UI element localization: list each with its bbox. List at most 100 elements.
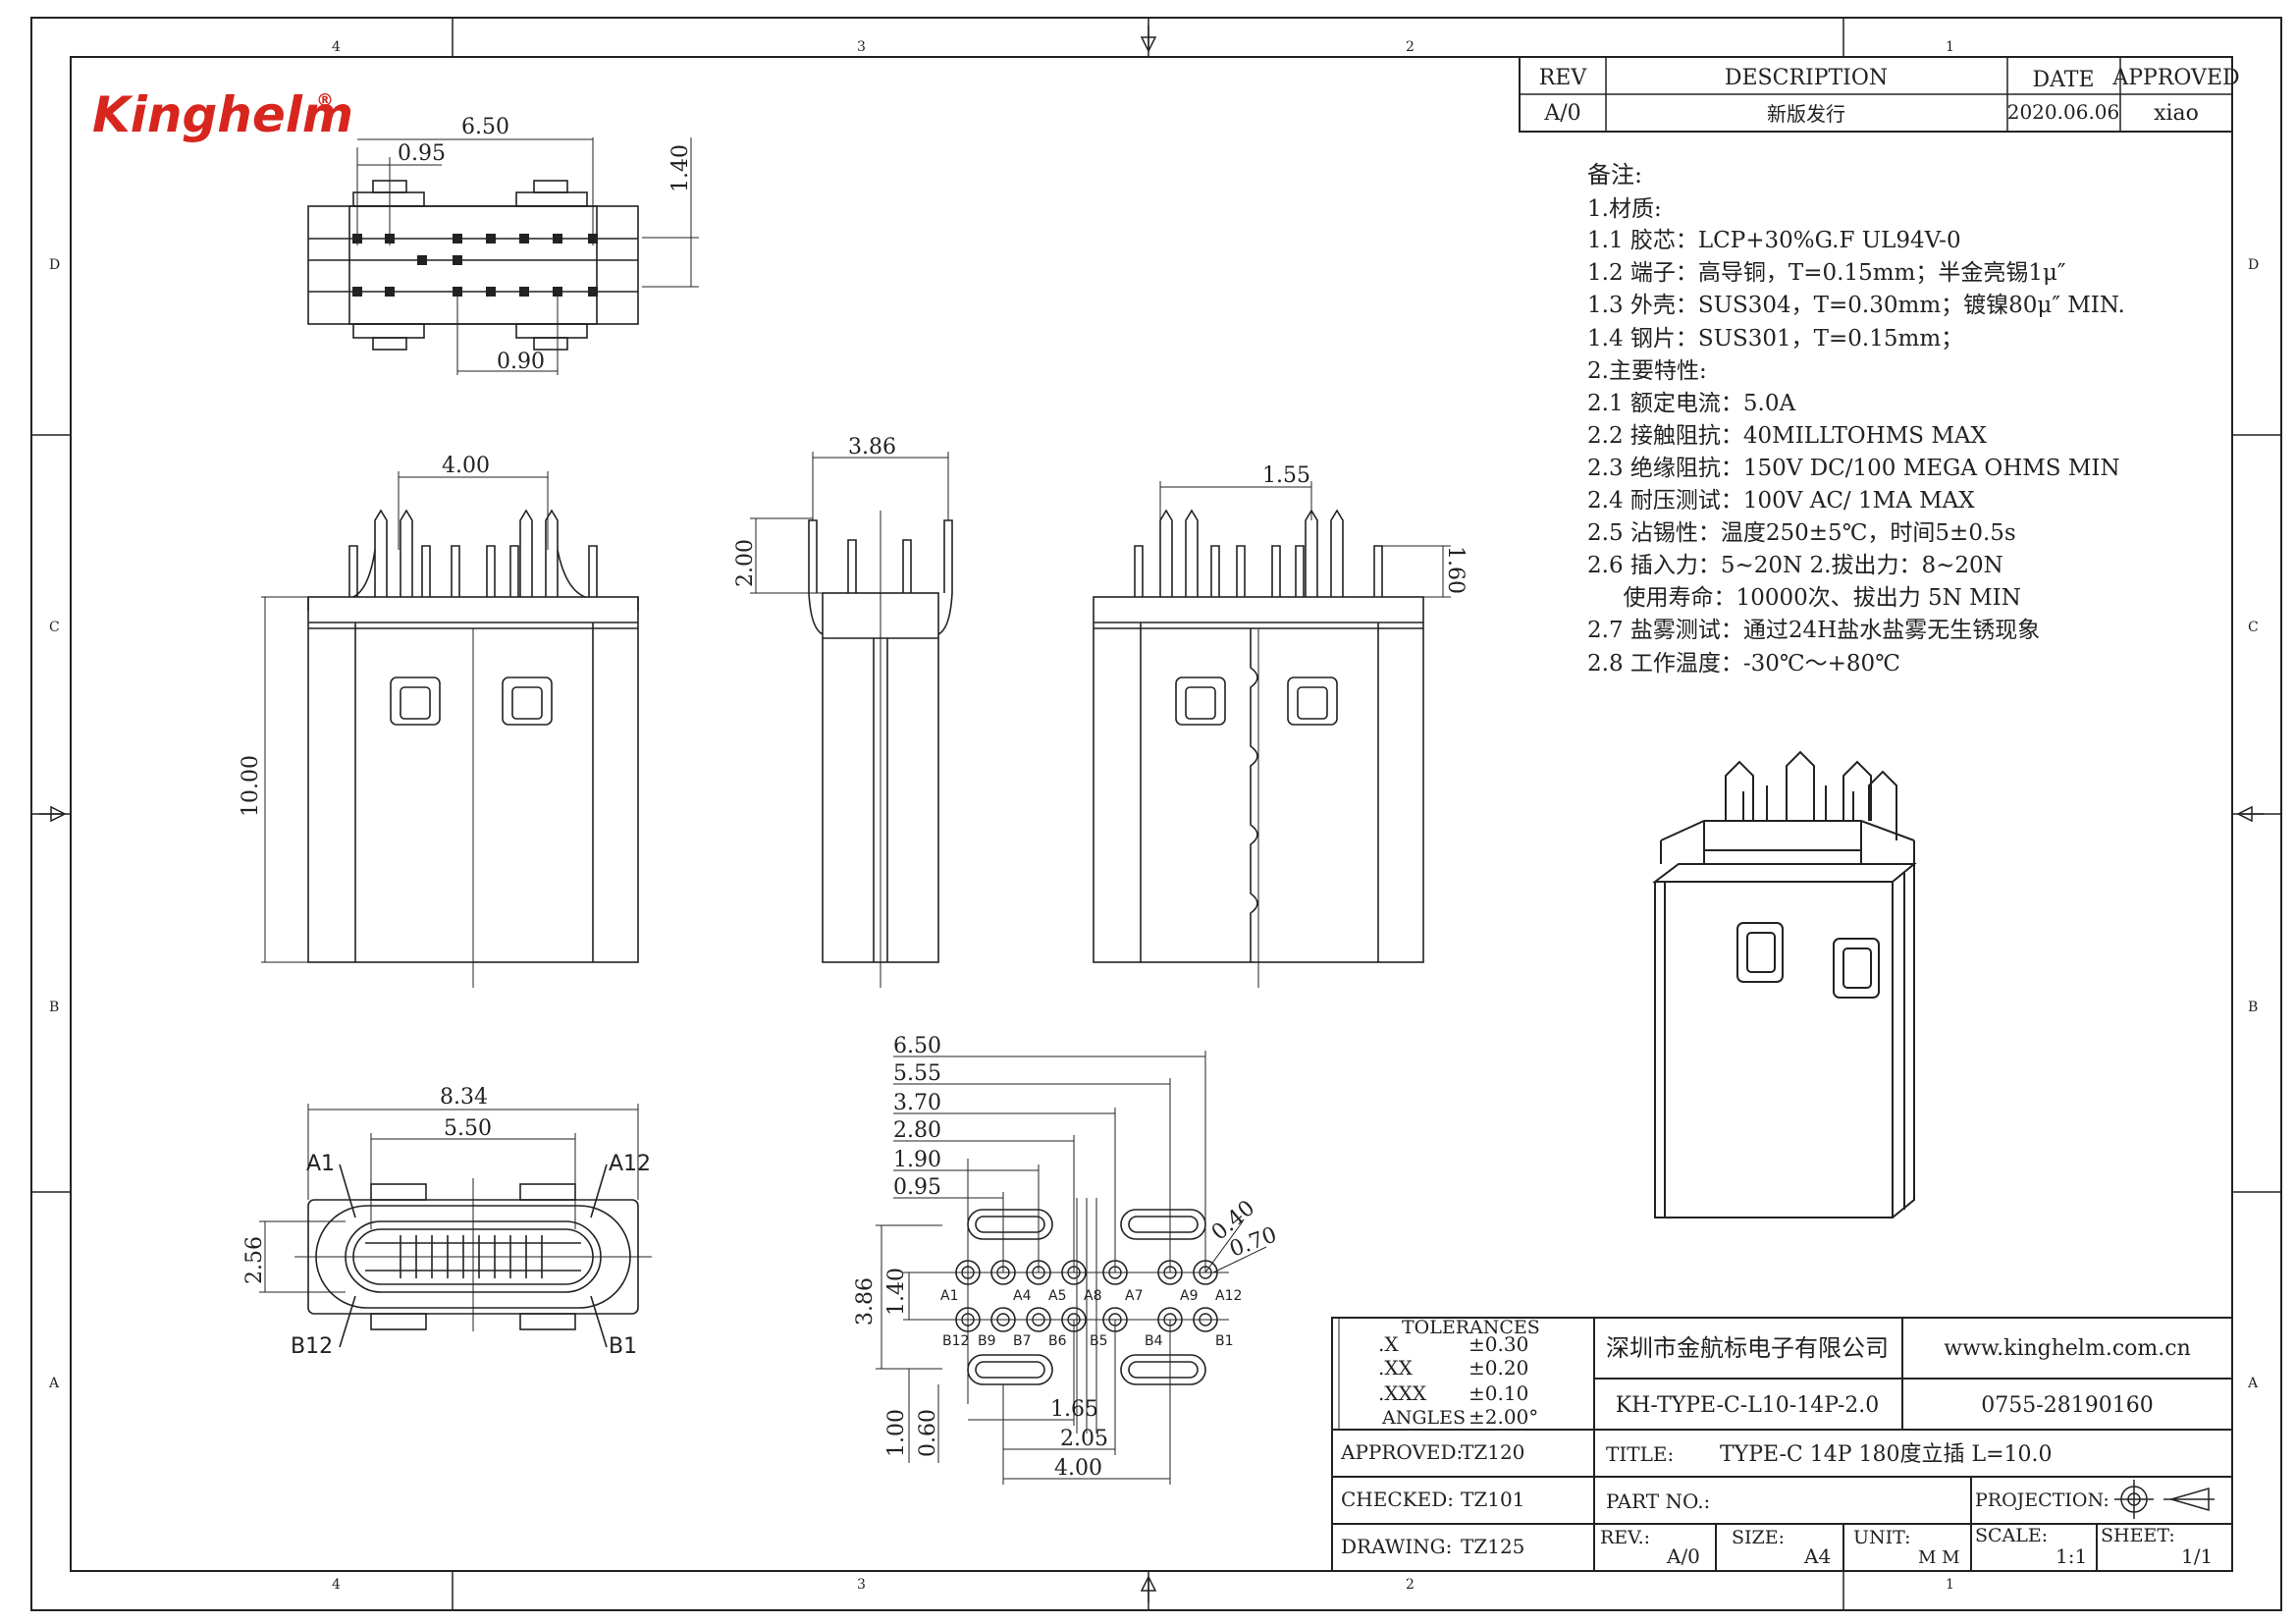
- dim-side-2-00: 2.00: [733, 539, 758, 587]
- notes-heading: 备注:: [1587, 161, 1642, 189]
- pcb-pin-label: B1: [1215, 1333, 1234, 1349]
- top-view: [307, 137, 699, 375]
- rear-view: [1093, 481, 1451, 988]
- pin-marker: [519, 287, 529, 297]
- phone: 0755-28190160: [1981, 1393, 2153, 1418]
- dim-pcb-4-00: 4.00: [1054, 1456, 1102, 1481]
- date-cell: 2020.06.06: [2007, 100, 2120, 124]
- dim-top-6-50: 6.50: [461, 115, 509, 139]
- pcb-pin-label: A5: [1048, 1288, 1066, 1304]
- drawing-frame: 4 3 2 1 4 3 2 1 D C B A D C B A: [30, 17, 2282, 1611]
- notes-block: 备注: 1.材质: 1.1 胶芯：LCP+30%G.F UL94V-0 1.2 …: [1587, 161, 2125, 677]
- pin-marker: [519, 234, 529, 244]
- pcb-pin-label: A12: [1215, 1288, 1242, 1304]
- pin-label-b1: B1: [609, 1334, 637, 1359]
- dim-rear-1-55: 1.55: [1262, 463, 1310, 488]
- date-header: DATE: [2032, 68, 2094, 92]
- pin-label-a12: A12: [609, 1152, 651, 1176]
- company-name: 深圳市金航标电子有限公司: [1606, 1334, 1889, 1362]
- pcb-layout: [876, 1051, 1267, 1485]
- pcb-pin-label: A8: [1084, 1288, 1101, 1304]
- front-view: [261, 471, 639, 988]
- sheet-label: SHEET:: [2101, 1525, 2175, 1546]
- dim-pcb-0-95: 0.95: [893, 1175, 941, 1200]
- zone-top-2: 2: [1406, 39, 1415, 55]
- website: www.kinghelm.com.cn: [1944, 1336, 2191, 1361]
- tolerance-angles-label: ANGLES: [1381, 1407, 1466, 1429]
- zone-right-c: C: [2248, 620, 2259, 635]
- notes-line: 1.2 端子：高导铜，T=0.15mm；半金亮锡1μ″: [1587, 260, 2066, 286]
- title-label: TITLE:: [1606, 1442, 1674, 1466]
- pin-marker: [486, 234, 496, 244]
- dim-pcb-6-50: 6.50: [893, 1034, 941, 1058]
- zone-right-d: D: [2248, 257, 2259, 273]
- pcb-pin-label: A1: [940, 1288, 958, 1304]
- logo-registered-mark: ®: [316, 90, 334, 111]
- tolerance-xxx-value: ±0.10: [1468, 1381, 1528, 1405]
- pin-marker: [352, 287, 362, 297]
- dim-side-3-86: 3.86: [848, 435, 896, 460]
- notes-line: 1.3 外壳：SUS304，T=0.30mm；镀镍80μ″ MIN.: [1587, 293, 2125, 318]
- notes-line: 2.5 沾锡性：温度250±5℃，时间5±0.5s: [1587, 520, 2016, 546]
- tolerance-xx-label: .XX: [1378, 1356, 1414, 1380]
- pcb-pin-label: A4: [1013, 1288, 1032, 1304]
- pin-marker: [385, 287, 395, 297]
- title-block: [1331, 1317, 2233, 1572]
- rev-label: REV.:: [1600, 1527, 1650, 1548]
- dim-pcb-1-90: 1.90: [893, 1148, 941, 1172]
- zone-bottom-2: 2: [1406, 1577, 1415, 1593]
- part-no-label: PART NO.:: [1606, 1489, 1710, 1513]
- zone-top-4: 4: [332, 39, 341, 55]
- dim-top-0-95: 0.95: [398, 141, 446, 166]
- pcb-pin-label: B12: [942, 1333, 969, 1349]
- pcb-pin-label: B9: [978, 1333, 996, 1349]
- part-code: KH-TYPE-C-L10-14P-2.0: [1616, 1393, 1880, 1418]
- dim-bottom-5-50: 5.50: [444, 1116, 492, 1141]
- description-header: DESCRIPTION: [1725, 66, 1888, 90]
- checked-value: TZ101: [1461, 1488, 1524, 1511]
- tolerance-x-label: .X: [1378, 1332, 1399, 1356]
- approved-cell: xiao: [2154, 101, 2199, 126]
- dim-front-4-00: 4.00: [442, 454, 490, 478]
- kinghelm-logo: Kinghelm ®: [92, 86, 353, 143]
- notes-line: 2.7 盐雾测试：通过24H盐水盐雾无生锈现象: [1587, 618, 2040, 643]
- pcb-pin-label: B7: [1013, 1333, 1032, 1349]
- approved-label: APPROVED:: [1340, 1440, 1463, 1464]
- pin-marker: [453, 255, 462, 265]
- zone-right-b: B: [2248, 1000, 2258, 1015]
- pin-label-b12: B12: [291, 1334, 333, 1359]
- zone-right-a: A: [2247, 1376, 2259, 1391]
- dim-front-10-00: 10.00: [239, 755, 263, 817]
- pin-marker: [588, 287, 598, 297]
- notes-line: 2.8 工作温度：-30℃～+80℃: [1587, 651, 1900, 677]
- rev-header: REV: [1539, 66, 1588, 90]
- dim-bottom-8-34: 8.34: [440, 1085, 488, 1110]
- dim-rear-1-60: 1.60: [1443, 546, 1468, 594]
- dim-top-1-40: 1.40: [668, 144, 693, 192]
- dim-top-0-90: 0.90: [497, 350, 545, 374]
- tolerances-title: TOLERANCES: [1402, 1317, 1540, 1338]
- notes-line: 1.1 胶芯：LCP+30%G.F UL94V-0: [1587, 228, 1961, 253]
- zone-bottom-1: 1: [1946, 1577, 1954, 1593]
- notes-line: 2.2 接触阻抗：40MILLTOHMS MAX: [1587, 423, 1987, 449]
- notes-line: 2.4 耐压测试：100V AC/ 1MA MAX: [1587, 488, 1975, 514]
- dim-pcb-3-86: 3.86: [853, 1277, 878, 1326]
- scale-value: 1:1: [2056, 1544, 2087, 1568]
- rev-value: A/0: [1666, 1544, 1700, 1568]
- unit-value: M M: [1918, 1547, 1960, 1568]
- dim-pcb-1-00: 1.00: [884, 1409, 909, 1457]
- dim-pcb-5-55: 5.55: [893, 1061, 941, 1086]
- pin-label-a1: A1: [306, 1152, 335, 1176]
- pin-marker: [453, 234, 462, 244]
- dim-pcb-2-80: 2.80: [893, 1118, 941, 1143]
- zone-left-d: D: [49, 257, 60, 273]
- checked-label: CHECKED:: [1341, 1488, 1454, 1511]
- zone-bottom-3: 3: [857, 1577, 866, 1593]
- rev-cell: A/0: [1543, 101, 1580, 126]
- pcb-pin-label: B4: [1145, 1333, 1163, 1349]
- zone-top-1: 1: [1946, 39, 1954, 55]
- tolerance-x-value: ±0.30: [1468, 1332, 1528, 1356]
- zone-bottom-4: 4: [332, 1577, 341, 1593]
- dim-pcb-3-70: 3.70: [893, 1091, 941, 1115]
